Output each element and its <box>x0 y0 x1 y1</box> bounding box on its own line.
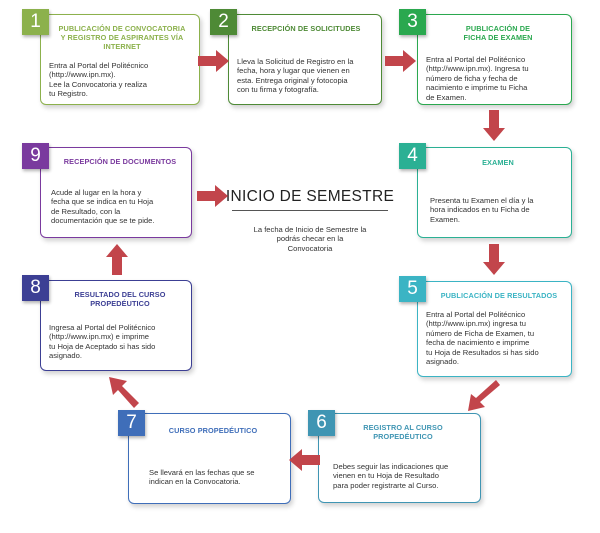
step-7-badge: 7 <box>118 410 145 436</box>
step-2-title: RECEPCIÓN DE SOLICITUDES <box>251 24 361 33</box>
step-5-badge: 5 <box>399 276 426 302</box>
arrow-7-to-8-icon <box>109 377 139 408</box>
step-2-body: Lleva la Solicitud de Registro en la fec… <box>237 57 354 95</box>
arrow-8-to-9-icon <box>106 244 128 275</box>
center-note: La fecha de Inicio de Semestre la podrás… <box>253 225 367 253</box>
step-3-body: Entra al Portal del Politécnico (http://… <box>426 55 529 102</box>
arrow-2-to-3-icon <box>385 50 416 72</box>
step-3-badge: 3 <box>399 9 426 35</box>
arrow-3-to-4-icon <box>483 110 505 141</box>
step-4-title: EXAMEN <box>482 158 514 167</box>
step-7-title: CURSO PROPEDÉUTICO <box>168 426 258 435</box>
step-2-badge: 2 <box>210 9 237 35</box>
step-8-body: Ingresa al Portal del Politécnico (http:… <box>49 323 156 361</box>
step-8-card: RESULTADO DEL CURSO PROPEDÉUTICO Ingresa… <box>40 280 192 371</box>
step-6-body: Debes seguir las indicaciones que vienen… <box>333 462 449 490</box>
arrow-4-to-5-icon <box>483 244 505 275</box>
step-5-title: PUBLICACIÓN DE RESULTADOS <box>440 291 558 300</box>
step-6-badge: 6 <box>308 410 335 436</box>
step-2-card: RECEPCIÓN DE SOLICITUDES Lleva la Solici… <box>228 14 382 105</box>
arrow-5-to-6-icon <box>468 380 500 411</box>
step-9-badge: 9 <box>22 143 49 169</box>
step-8-title: RESULTADO DEL CURSO PROPEDÉUTICO <box>74 290 166 308</box>
step-4-body: Presenta tu Examen el día y la hora indi… <box>430 196 534 224</box>
step-8-badge: 8 <box>22 275 49 301</box>
step-3-card: PUBLICACIÓN DE FICHA DE EXAMEN Entra al … <box>417 14 572 105</box>
step-5-card: PUBLICACIÓN DE RESULTADOS Entra al Porta… <box>417 281 572 377</box>
step-9-card: RECEPCIÓN DE DOCUMENTOS Acude al lugar e… <box>40 147 192 238</box>
step-1-card: PUBLICACIÓN DE CONVOCATORIA Y REGISTRO D… <box>40 14 200 105</box>
step-5-body: Entra al Portal del Politécnico (http://… <box>426 310 539 367</box>
center-divider <box>232 210 388 211</box>
step-1-title: PUBLICACIÓN DE CONVOCATORIA Y REGISTRO D… <box>58 24 186 51</box>
center-title: INICIO DE SEMESTRE <box>225 188 395 205</box>
step-7-body: Se llevará en las fechas que se indican … <box>149 468 255 487</box>
step-1-badge: 1 <box>22 9 49 35</box>
step-6-card: REGISTRO AL CURSO PROPEDÉUTICO Debes seg… <box>318 413 481 503</box>
step-4-card: EXAMEN Presenta tu Examen el día y la ho… <box>417 147 572 238</box>
step-9-body: Acude al lugar en la hora y fecha que se… <box>51 188 155 226</box>
step-9-title: RECEPCIÓN DE DOCUMENTOS <box>63 157 177 166</box>
arrow-6-to-7-icon <box>289 449 320 471</box>
step-1-body: Entra al Portal del Politécnico (http://… <box>49 61 149 99</box>
step-7-card: CURSO PROPEDÉUTICO Se llevará en las fec… <box>128 413 291 504</box>
step-6-title: REGISTRO AL CURSO PROPEDÉUTICO <box>363 423 443 441</box>
step-3-title: PUBLICACIÓN DE FICHA DE EXAMEN <box>463 24 533 42</box>
arrow-9-to-center-icon <box>197 185 228 207</box>
step-4-badge: 4 <box>399 143 426 169</box>
arrow-1-to-2-icon <box>198 50 229 72</box>
